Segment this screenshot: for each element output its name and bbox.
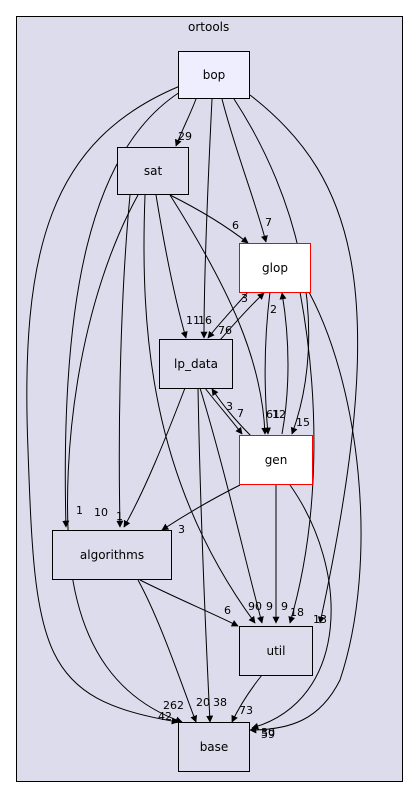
edge-gen-lp_data <box>211 388 256 441</box>
node-sat[interactable]: sat <box>117 147 189 195</box>
node-base-label: base <box>199 740 229 754</box>
edge-label-gen-algorithms: 3 <box>178 523 185 536</box>
edge-glop-util <box>288 291 315 624</box>
edge-label-glop-gen: 2 <box>270 303 277 316</box>
edge-label-algorithms-base: 38 <box>213 696 227 709</box>
edge-label-sat-lp_data: 11 <box>186 314 200 327</box>
edge-gen-base <box>251 484 332 730</box>
node-glop-label: glop <box>262 261 288 275</box>
cluster-label: ortools <box>188 20 230 34</box>
edge-gen-glop <box>279 292 289 435</box>
edge-label-lp_data-gen: 7 <box>237 407 244 420</box>
edge-label-util-base: 73 <box>239 704 253 717</box>
node-algorithms-label: algorithms <box>79 548 145 562</box>
edge-label-sat-algorithms: 10 <box>94 506 108 519</box>
edge-label-lp_data-algorithms: 1 <box>116 510 123 523</box>
edge-sat-gen <box>169 194 269 435</box>
node-gen-label: gen <box>264 453 288 467</box>
edge-label-gen-glop: 12 <box>272 408 286 421</box>
edge-algorithms-base <box>137 579 198 723</box>
edge-label-sat-glop: 6 <box>232 219 239 232</box>
edge-lp_data-util <box>199 387 264 624</box>
edge-label-gen-base: 30 <box>261 726 275 739</box>
edge-bop-sat <box>174 98 197 147</box>
edge-bop-lp_data <box>200 98 213 339</box>
edge-lp_data-base <box>197 387 214 723</box>
edge-label-bop-glop: 7 <box>265 216 272 229</box>
edge-label-lp_data-util: 9 <box>266 600 273 613</box>
node-gen[interactable]: gen <box>239 435 313 485</box>
edge-bop-algorithms <box>62 91 181 528</box>
edge-gen-algorithms <box>161 484 241 531</box>
edge-sat-util <box>143 194 256 624</box>
node-sat-label: sat <box>143 164 163 178</box>
edge-label-sat-base: 262 <box>163 699 184 712</box>
edge-label-glop-lp_data: 76 <box>218 324 232 337</box>
edge-bop-util <box>249 94 359 624</box>
node-glop[interactable]: glop <box>239 243 311 293</box>
node-util-label: util <box>266 644 286 658</box>
edge-label-glop-util: 18 <box>290 606 304 619</box>
node-algorithms[interactable]: algorithms <box>52 530 172 580</box>
edge-util-base <box>231 674 263 723</box>
edge-sat-base <box>67 194 183 724</box>
edge-label-gen-lp_data: 3 <box>226 400 233 413</box>
edge-lp_data-glop <box>219 292 265 341</box>
node-lp-data[interactable]: lp_data <box>159 339 233 389</box>
edge-label-algorithms-util: 6 <box>224 604 231 617</box>
node-base[interactable]: base <box>178 722 250 772</box>
edge-lp_data-algorithms <box>123 387 186 528</box>
edge-label-sat-gen: 61 <box>266 408 280 421</box>
edge-lp_data-gen <box>204 387 243 435</box>
edge-sat-glop <box>169 194 249 244</box>
edge-algorithms-util <box>139 579 239 627</box>
edge-label-bop-algorithms: 1 <box>76 504 83 517</box>
edge-sat-algorithms <box>116 194 131 528</box>
edge-label-sat-util: 90 <box>248 600 262 613</box>
edge-label-bop-gen: 15 <box>296 416 310 429</box>
edge-label-bop-lp_data: 16 <box>198 314 212 327</box>
edge-label-bop-sat: 29 <box>178 130 192 143</box>
edge-bop-glop <box>221 98 268 243</box>
edge-bop-base <box>26 85 181 725</box>
edge-label-gen-util: 9 <box>281 600 288 613</box>
edge-glop-gen <box>263 291 271 435</box>
edge-label-lp_data-glop: 3 <box>241 292 248 305</box>
node-util[interactable]: util <box>239 626 313 676</box>
edge-label-bop-util: 13 <box>313 613 327 626</box>
edge-label-bop-base: 42 <box>158 710 172 723</box>
node-lp-data-label: lp_data <box>174 357 218 371</box>
node-bop[interactable]: bop <box>178 51 250 99</box>
edge-sat-lp_data <box>155 194 188 339</box>
edge-label-lp_data-base: 20 <box>196 696 210 709</box>
edge-glop-base <box>249 284 362 734</box>
node-bop-label: bop <box>202 68 226 82</box>
edge-label-glop-base: 59 <box>261 728 275 741</box>
edge-glop-lp_data <box>207 291 249 339</box>
